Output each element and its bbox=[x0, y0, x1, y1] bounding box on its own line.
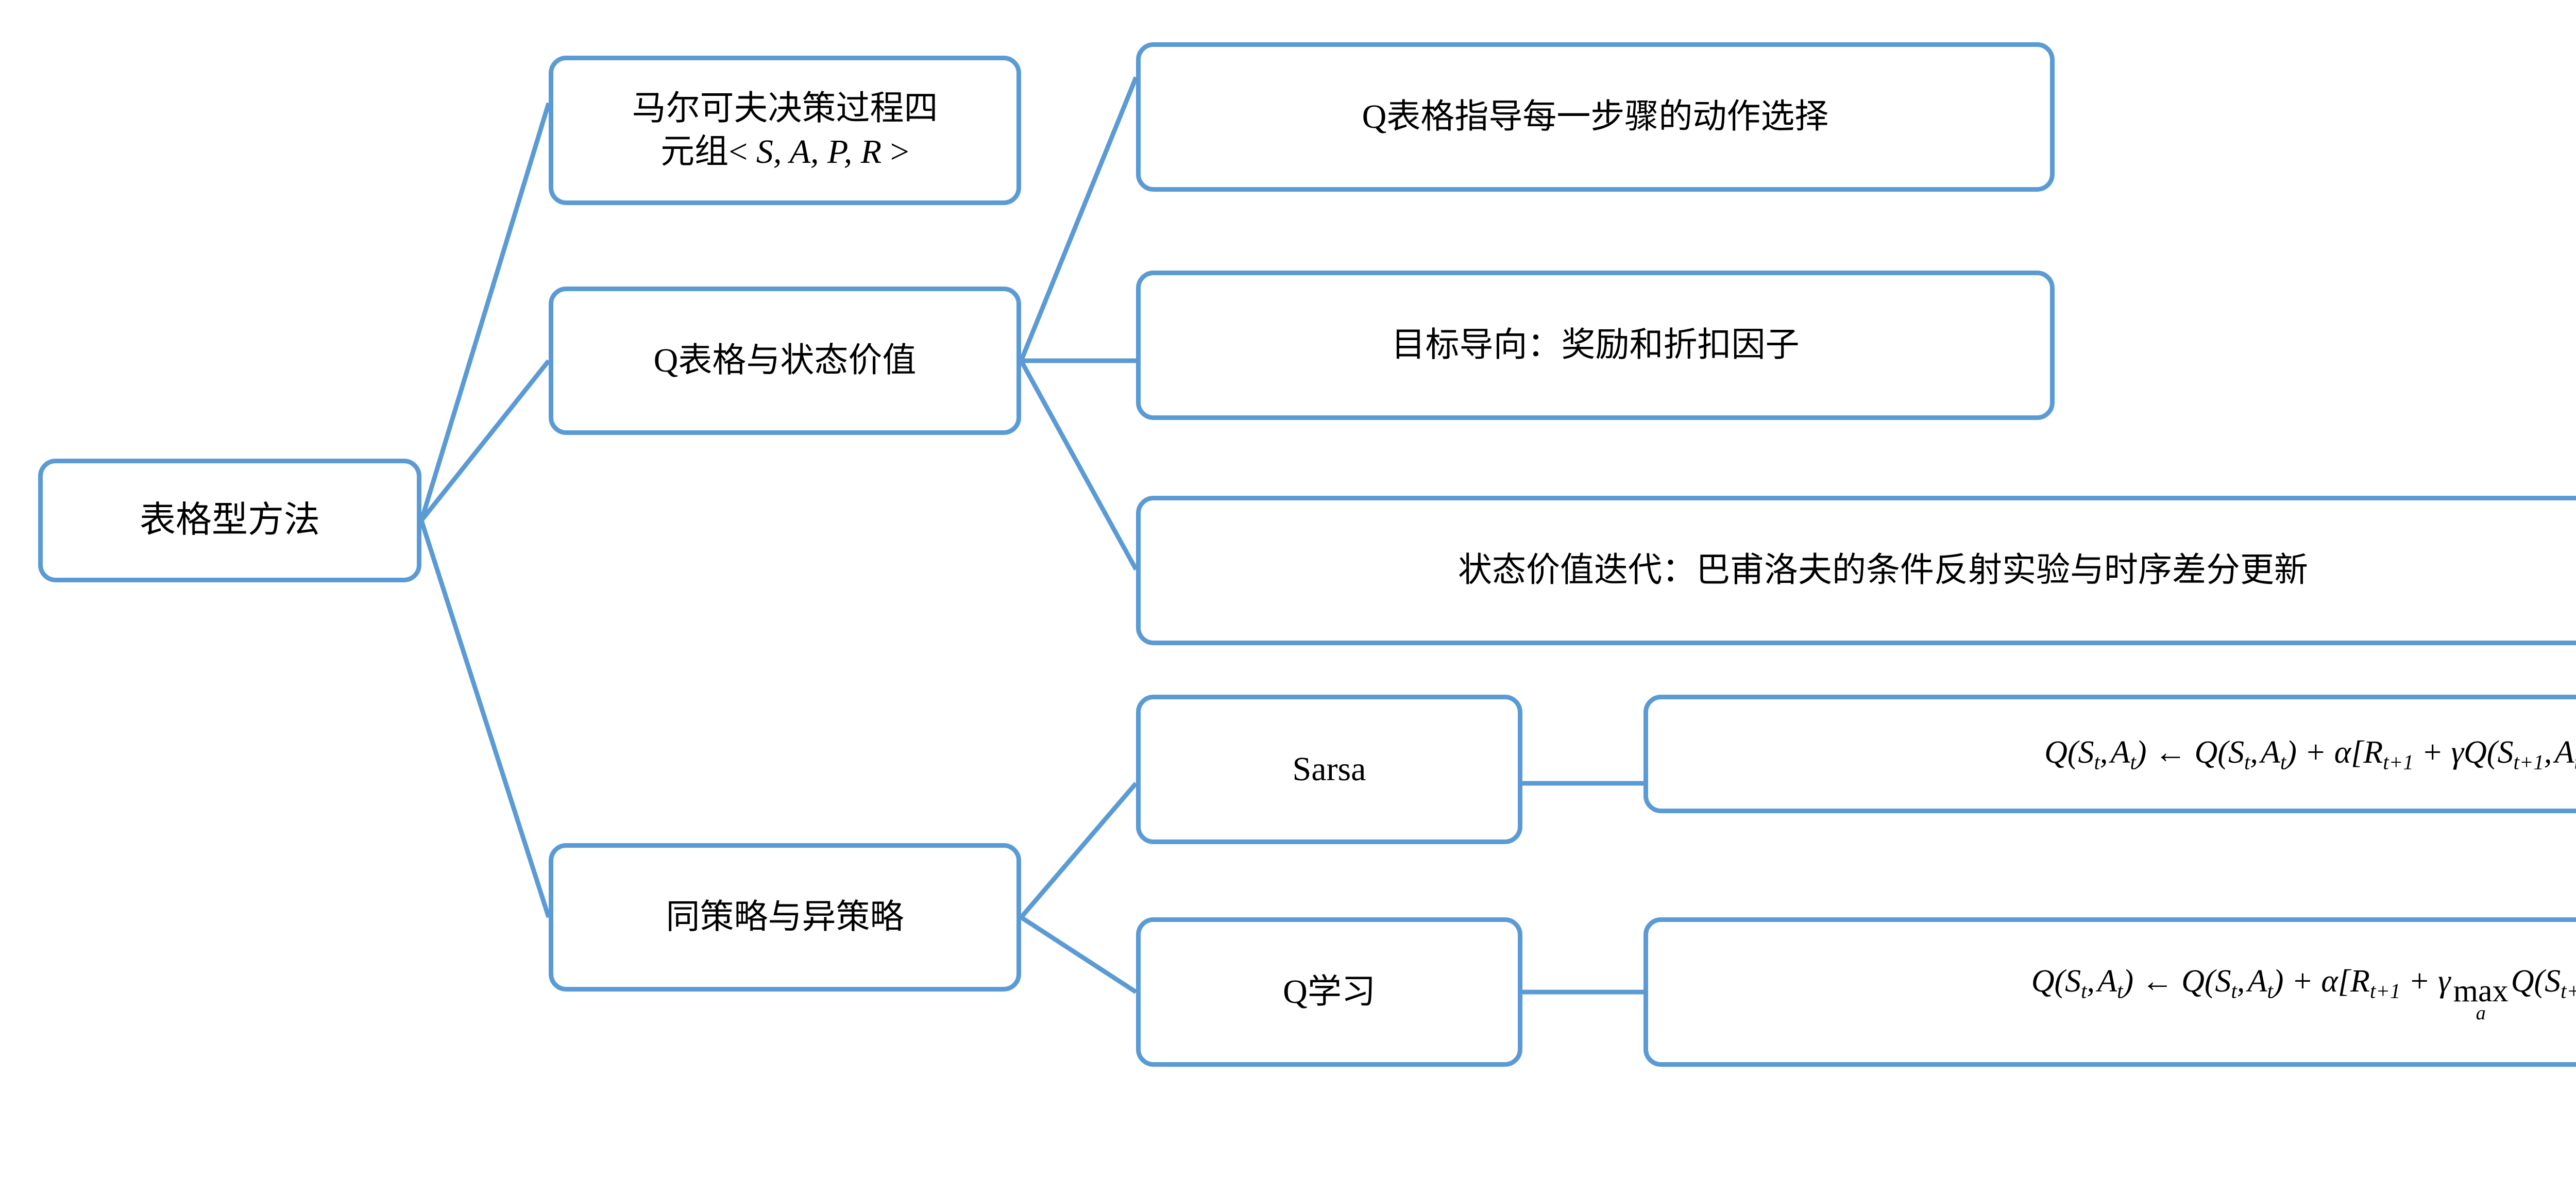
leaf-node-sarsa-label: Sarsa bbox=[1292, 750, 1366, 788]
leaf-node-sarsa[interactable]: Sarsa bbox=[1136, 695, 1522, 844]
branch-node-on-off-policy-label: 同策略与异策略 bbox=[666, 898, 904, 936]
branch-node-qtable-label: Q表格与状态价值 bbox=[653, 341, 917, 379]
leaf-node-state-value-iteration[interactable]: 状态价值迭代：巴甫洛夫的条件反射实验与时序差分更新 bbox=[1136, 496, 2576, 645]
branch-node-qtable-state-value[interactable]: Q表格与状态价值 bbox=[549, 287, 1021, 435]
root-node-tabular-methods[interactable]: 表格型方法 bbox=[38, 459, 421, 582]
edge-onoff-to-qlearning bbox=[1020, 915, 1138, 994]
formula-sarsa-expression: Q(St, At) ← Q(St, At) + α[Rt+1 + γQ(St+1… bbox=[2044, 734, 2576, 774]
leaf-node-goal-reward-discount-label: 目标导向：奖励和折扣因子 bbox=[1391, 326, 1800, 364]
branch-node-on-off-policy[interactable]: 同策略与异策略 bbox=[549, 843, 1021, 992]
branch-node-mdp-label: 马尔可夫决策过程四 元组< S, A, P, R > bbox=[632, 89, 938, 171]
leaf-node-q-learning-label: Q学习 bbox=[1283, 972, 1376, 1011]
leaf-node-state-value-iteration-label: 状态价值迭代：巴甫洛夫的条件反射实验与时序差分更新 bbox=[1458, 551, 2308, 589]
edge-root-to-qtable bbox=[419, 359, 551, 522]
edge-qtable-to-qaction bbox=[1019, 76, 1139, 362]
leaf-node-goal-reward-discount[interactable]: 目标导向：奖励和折扣因子 bbox=[1136, 271, 2055, 420]
leaf-node-q-action-selection-label: Q表格指导每一步骤的动作选择 bbox=[1362, 97, 1829, 136]
formula-node-sarsa[interactable]: Q(St, At) ← Q(St, At) + α[Rt+1 + γQ(St+1… bbox=[1643, 695, 2576, 813]
edge-onoff-to-sarsa bbox=[1019, 782, 1138, 919]
leaf-node-q-action-selection[interactable]: Q表格指导每一步骤的动作选择 bbox=[1136, 42, 2055, 192]
edge-root-to-onoff bbox=[419, 519, 551, 918]
root-node-label: 表格型方法 bbox=[140, 500, 320, 541]
leaf-node-q-learning[interactable]: Q学习 bbox=[1136, 917, 1522, 1067]
edge-root-to-mdp bbox=[419, 102, 551, 522]
branch-node-mdp[interactable]: 马尔可夫决策过程四 元组< S, A, P, R > bbox=[549, 56, 1021, 205]
edge-qtable-to-valueiter bbox=[1019, 359, 1138, 571]
